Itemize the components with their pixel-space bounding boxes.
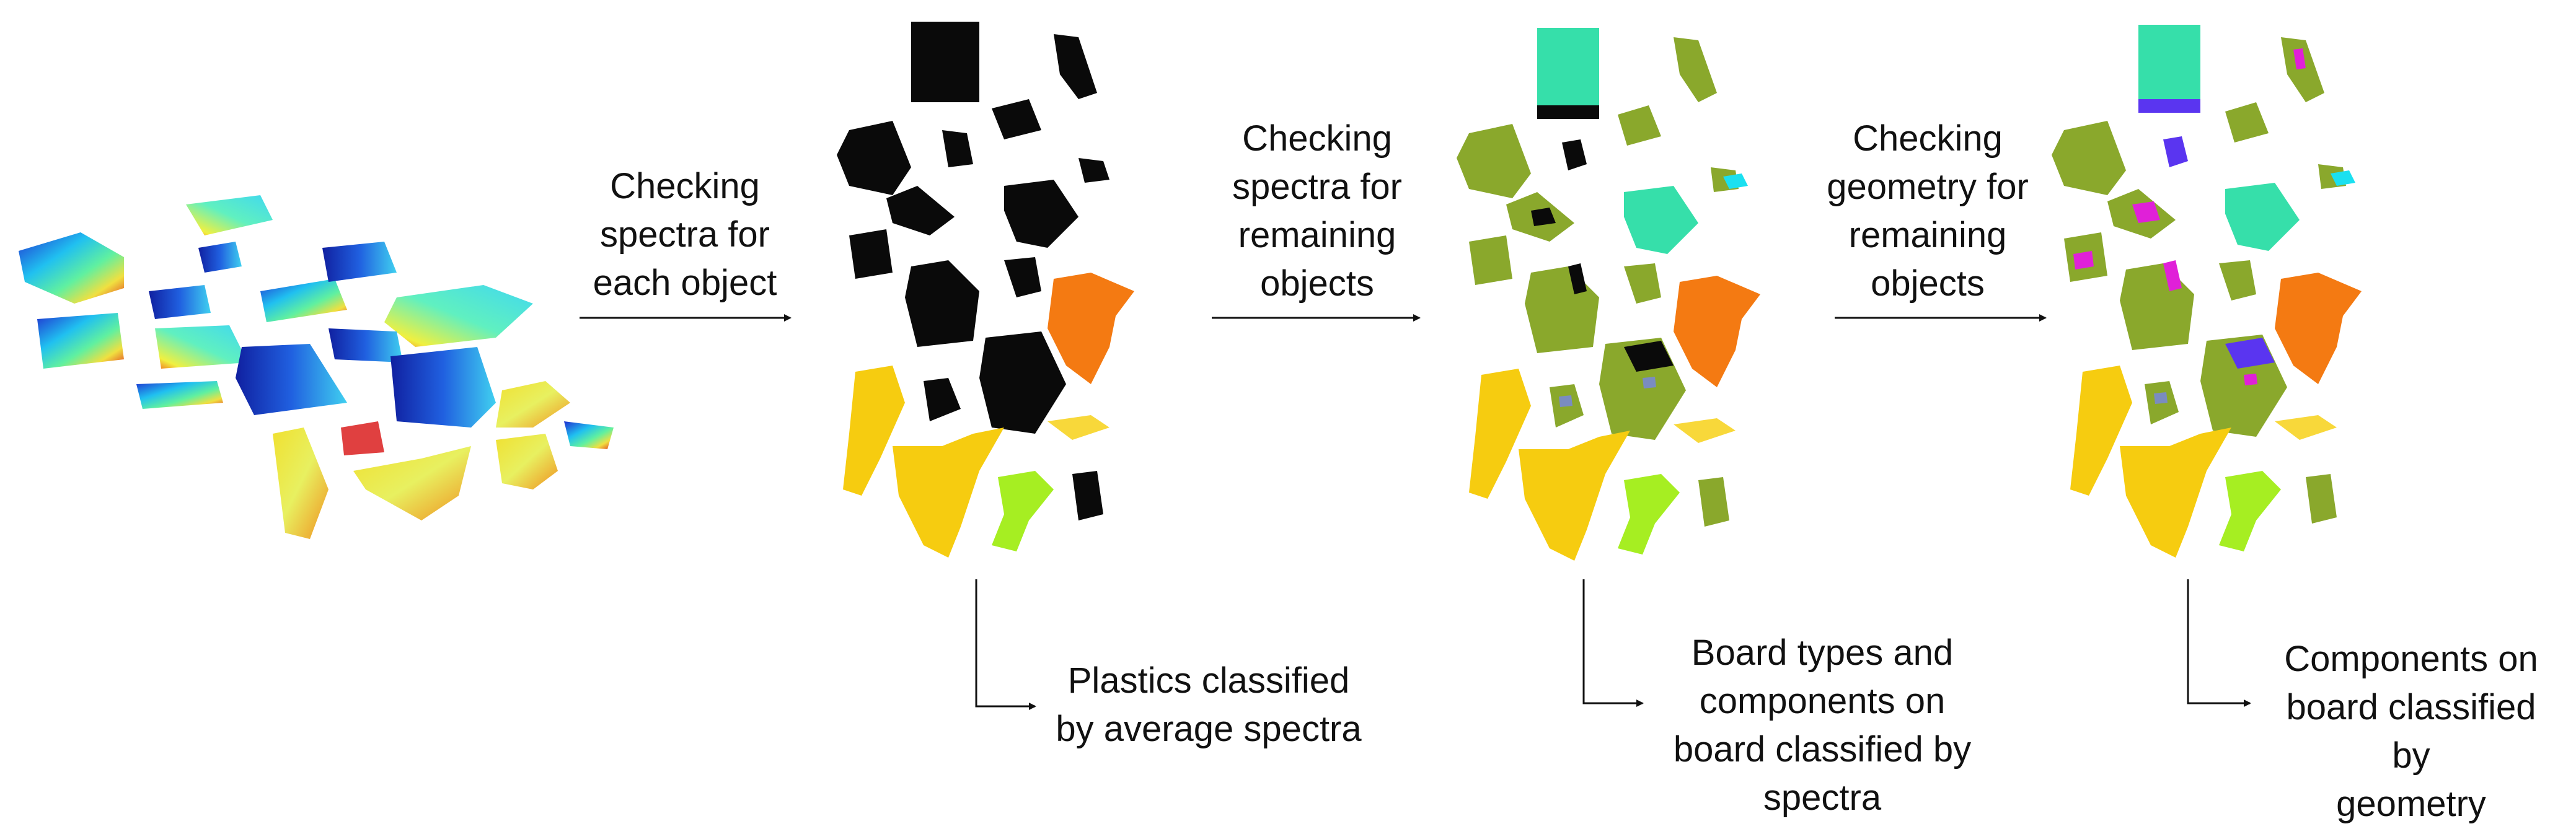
board-green <box>2052 121 2126 195</box>
component-magenta <box>2293 48 2306 69</box>
board-teal <box>1624 186 1698 254</box>
component-magenta <box>2073 251 2094 270</box>
unclassified-object <box>1054 34 1097 99</box>
board-green <box>1469 235 1512 285</box>
plastic-yellow <box>2120 428 2231 558</box>
plastic-yellow-small <box>1674 418 1736 443</box>
plastic-yellow <box>1519 431 1630 561</box>
plastic-lime <box>992 471 1054 551</box>
scan-object <box>273 428 329 539</box>
unclassified-object <box>886 186 955 235</box>
component-black <box>1531 208 1556 226</box>
component-purple <box>2225 338 2275 369</box>
step-label-spectra-remaining: Checking spectra for remaining objects <box>1232 118 1402 304</box>
scan-object <box>37 313 124 369</box>
scan-object <box>496 434 558 489</box>
unclassified-object <box>1078 158 1109 183</box>
outcome-arrow-3 <box>2187 579 2251 707</box>
panel-geometry-remaining <box>2052 25 2362 558</box>
component-black <box>1537 105 1599 119</box>
outcome-label-boards: Board types and components on board clas… <box>1673 633 1972 818</box>
board-green <box>2219 260 2256 300</box>
board-green <box>1618 105 1661 146</box>
component-black <box>1562 139 1587 170</box>
scan-object <box>136 381 223 409</box>
panel-spectra-each-object <box>837 22 1134 558</box>
board-green <box>1698 477 1729 527</box>
component-black <box>1568 263 1587 294</box>
board-green <box>2120 263 2194 350</box>
unclassified-object <box>942 130 973 167</box>
scan-object <box>198 242 242 273</box>
scan-object <box>384 285 533 347</box>
scan-object <box>155 325 248 369</box>
scan-object <box>260 279 347 322</box>
plastic-yellow <box>2070 366 2132 496</box>
scan-object <box>390 347 496 428</box>
scan-object <box>236 344 347 415</box>
component-cyan <box>1723 173 1748 189</box>
outcome-label-components: Components on board classified by geomet… <box>2284 639 2538 824</box>
board-teal <box>1537 28 1599 108</box>
arrows <box>580 314 2251 710</box>
outcome-arrow-2 <box>1582 579 1644 707</box>
plastic-orange <box>1674 276 1760 387</box>
step-label-spectra-each: Checking spectra for each object <box>593 166 777 303</box>
unclassified-object <box>992 99 1041 139</box>
component-magenta <box>2132 201 2160 223</box>
plastic-yellow <box>843 366 905 496</box>
board-teal <box>2225 183 2300 251</box>
outcome-label-plastics: Plastics classified by average spectra <box>1056 660 1362 749</box>
step-label-geometry-remaining: Checking geometry for remaining objects <box>1827 118 2029 304</box>
component-purple <box>2138 99 2200 113</box>
unclassified-object <box>924 378 961 421</box>
board-green <box>1674 37 1717 102</box>
scan-object <box>341 421 384 455</box>
component-cyan <box>2331 170 2355 186</box>
board-green <box>1525 266 1599 353</box>
component-slate <box>1559 395 1573 407</box>
scan-object <box>496 381 570 428</box>
plastic-orange <box>2275 273 2362 384</box>
unclassified-object <box>837 121 911 195</box>
panel-spectra-remaining <box>1457 28 1760 561</box>
scan-object <box>353 446 471 520</box>
outcome-arrow-1 <box>975 579 1036 710</box>
plastic-lime <box>1618 474 1680 555</box>
board-green <box>2225 102 2269 143</box>
scan-object <box>19 232 124 304</box>
scan-object <box>186 195 273 235</box>
unclassified-object <box>1004 180 1078 248</box>
board-green <box>2281 37 2324 102</box>
component-purple <box>2163 136 2188 167</box>
scan-object <box>149 285 211 319</box>
board-green <box>1457 124 1531 198</box>
board-teal <box>2138 25 2200 105</box>
component-magenta <box>2163 260 2182 291</box>
board-green <box>2306 474 2337 524</box>
component-black <box>1624 341 1674 372</box>
scan-object <box>329 328 403 362</box>
plastic-yellow-small <box>1048 415 1109 440</box>
scan-object <box>564 421 614 449</box>
unclassified-object <box>849 229 893 279</box>
unclassified-object <box>905 260 979 347</box>
plastic-orange <box>1048 273 1134 384</box>
plastic-yellow <box>893 428 1004 558</box>
unclassified-object <box>979 331 1066 434</box>
unclassified-object <box>1004 257 1041 297</box>
board-green <box>1624 263 1661 304</box>
unclassified-object <box>911 22 979 102</box>
scan-heatmap-panel <box>19 195 614 539</box>
plastic-yellow-small <box>2275 415 2337 440</box>
scan-object <box>322 242 397 282</box>
component-magenta <box>2244 374 2257 385</box>
unclassified-object <box>1072 471 1103 520</box>
component-slate <box>1643 377 1656 388</box>
plastic-yellow <box>1469 369 1531 499</box>
plastic-lime <box>2219 471 2281 551</box>
component-slate <box>2154 392 2168 404</box>
